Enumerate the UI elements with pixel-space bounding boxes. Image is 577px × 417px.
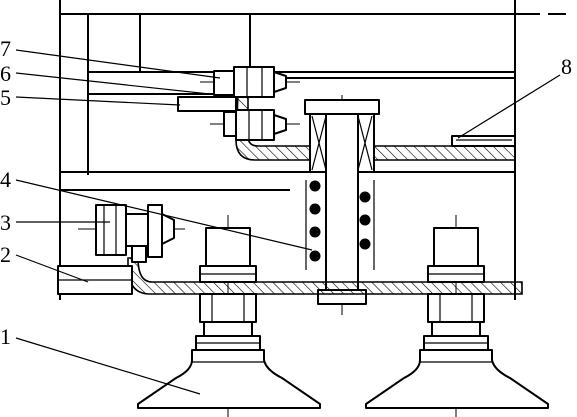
label-5: 5 [0,85,11,110]
bolt-assembly-3 [78,204,185,263]
label-4: 4 [0,167,11,192]
suction-cup-left-1 [137,215,321,417]
label-1: 1 [0,324,11,349]
suction-cup-right [365,215,549,417]
frame-structure [59,0,566,300]
label-8: 8 [561,54,572,79]
upper-bolt-bottom [210,109,300,141]
upper-bolt-top [200,66,300,98]
part-labels: 7 6 5 4 3 2 1 8 [0,36,572,349]
label-6: 6 [0,61,11,86]
bracket-5 [177,96,237,112]
label-2: 2 [0,242,11,267]
guide-assembly-4 [304,95,380,315]
label-3: 3 [0,210,11,235]
bracket-2 [57,265,133,295]
label-7: 7 [0,36,11,61]
leader-lines [15,49,561,395]
